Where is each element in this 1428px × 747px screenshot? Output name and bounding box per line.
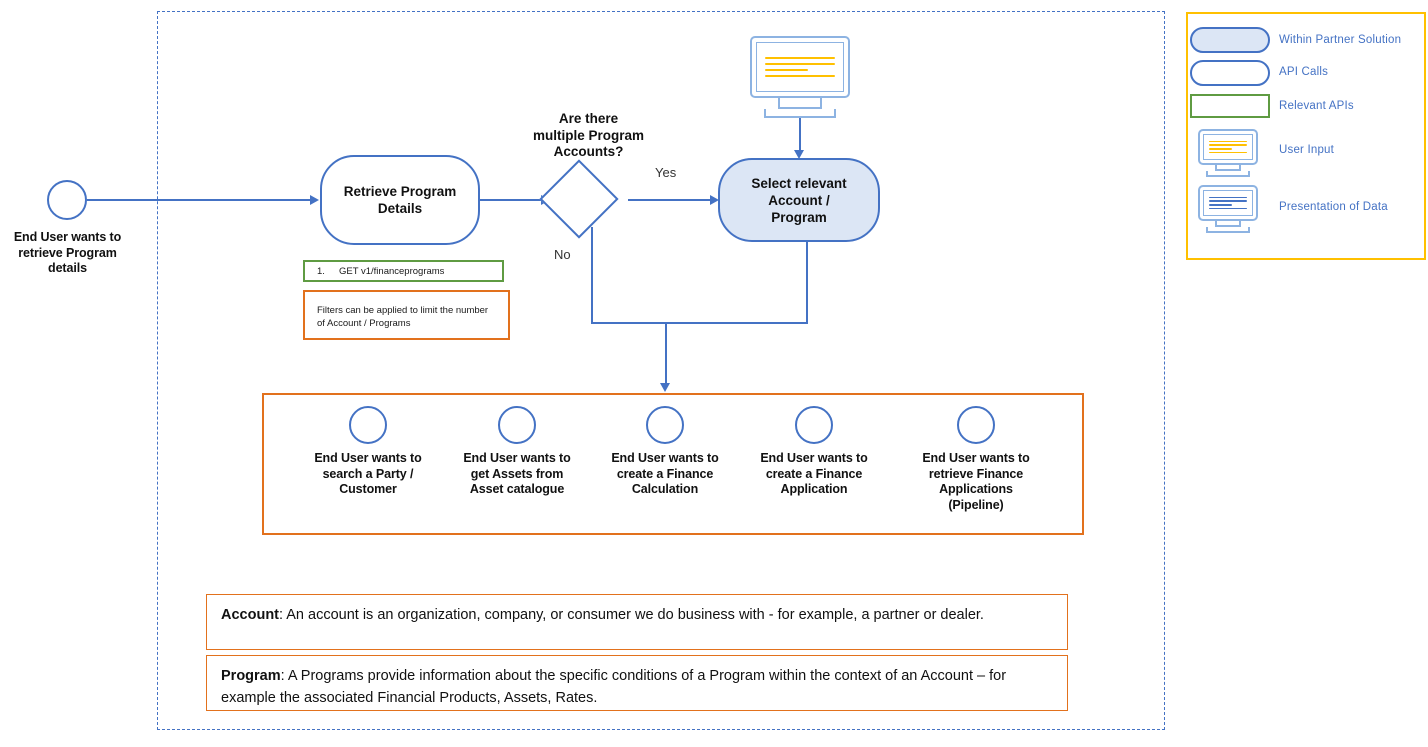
node-retrieve-program-details[interactable]: Retrieve Program Details bbox=[320, 155, 480, 245]
connector-monitor-to-select bbox=[799, 118, 801, 151]
node-select-account-program[interactable]: Select relevant Account / Program bbox=[718, 158, 880, 242]
arrow-start-to-retrieve bbox=[310, 194, 319, 205]
legend-label: Presentation of Data bbox=[1279, 201, 1388, 213]
arrow-monitor-to-select bbox=[794, 150, 804, 159]
legend-label: API Calls bbox=[1279, 66, 1329, 78]
connector-merge-to-outcomes bbox=[665, 322, 667, 384]
monitor-scanline bbox=[765, 63, 835, 65]
outcome-circle-icon[interactable] bbox=[957, 406, 995, 444]
start-node-label: End User wants to retrieve Program detai… bbox=[13, 230, 122, 275]
legend-user-input-monitor-icon bbox=[1198, 129, 1258, 177]
connector-no-to-merge bbox=[591, 322, 666, 324]
outcome-circle-icon[interactable] bbox=[795, 406, 833, 444]
monitor-stand bbox=[1215, 221, 1241, 227]
decision-yes-label: Yes bbox=[655, 165, 677, 180]
outcome-circle-icon[interactable] bbox=[349, 406, 387, 444]
legend-swatch-relevant-apis bbox=[1190, 94, 1270, 118]
legend-swatch-api-calls bbox=[1190, 60, 1270, 86]
monitor-base bbox=[1206, 227, 1250, 233]
outcome-label: End User wants to get Assets from Asset … bbox=[463, 451, 571, 496]
start-circle-icon bbox=[47, 180, 87, 220]
api-filters-note-box: Filters can be applied to limit the numb… bbox=[303, 290, 510, 340]
outcome-circle-icon[interactable] bbox=[498, 406, 536, 444]
monitor-stand bbox=[778, 98, 822, 109]
monitor-scanline bbox=[1209, 204, 1232, 206]
legend-label: Relevant APIs bbox=[1279, 100, 1354, 112]
decision-no-label: No bbox=[554, 247, 571, 262]
monitor-scanline bbox=[1209, 148, 1232, 150]
monitor-stand bbox=[1215, 165, 1241, 171]
decision-diamond[interactable] bbox=[539, 159, 619, 239]
definition-box-program: Program: A Programs provide information … bbox=[206, 655, 1068, 711]
definition-text: : An account is an organization, company… bbox=[279, 607, 984, 623]
api-endpoint-number: 1. bbox=[317, 265, 325, 277]
monitor-scanline bbox=[1209, 200, 1247, 202]
api-filters-note-text: Filters can be applied to limit the numb… bbox=[317, 305, 489, 329]
connector-retrieve-to-decision bbox=[480, 199, 542, 201]
arrow-merge-to-outcomes bbox=[660, 383, 670, 392]
relevant-api-box[interactable]: 1. GET v1/financeprograms bbox=[303, 260, 504, 282]
monitor-scanline bbox=[1209, 151, 1247, 154]
legend-label: User Input bbox=[1279, 144, 1335, 156]
connector-decision-no-vertical bbox=[591, 227, 593, 323]
legend-presentation-monitor-icon bbox=[1198, 185, 1258, 233]
outcome-label: End User wants to search a Party / Custo… bbox=[314, 451, 422, 496]
monitor-base bbox=[1206, 171, 1250, 177]
monitor-scanline bbox=[765, 69, 809, 71]
outcome-label: End User wants to retrieve Finance Appli… bbox=[922, 451, 1030, 512]
partner-solution-boundary bbox=[157, 11, 1165, 730]
definition-term: Account bbox=[221, 607, 279, 623]
decision-question-label: Are there multiple Program Accounts? bbox=[532, 111, 645, 159]
monitor-scanline bbox=[1209, 144, 1247, 146]
definition-text: : A Programs provide information about t… bbox=[221, 668, 1007, 706]
monitor-scanline bbox=[765, 57, 835, 59]
monitor-scanline bbox=[1209, 196, 1247, 199]
definition-term: Program bbox=[221, 668, 281, 684]
api-endpoint-label: GET v1/financeprograms bbox=[339, 265, 445, 277]
connector-decision-yes bbox=[628, 199, 711, 201]
definition-box-account: Account: An account is an organization, … bbox=[206, 594, 1068, 650]
outcome-circle-icon[interactable] bbox=[646, 406, 684, 444]
arrow-decision-to-select bbox=[710, 194, 719, 205]
connector-select-to-merge bbox=[665, 322, 808, 324]
monitor-base bbox=[764, 109, 836, 118]
outcome-label: End User wants to create a Finance Appli… bbox=[760, 451, 868, 496]
monitor-scanline bbox=[1209, 207, 1247, 210]
legend-swatch-within-partner-solution bbox=[1190, 27, 1270, 53]
user-input-monitor-icon bbox=[750, 36, 850, 118]
monitor-scanline bbox=[1209, 140, 1247, 143]
monitor-scanline bbox=[765, 75, 835, 77]
connector-start-to-retrieve bbox=[87, 199, 311, 201]
outcome-label: End User wants to create a Finance Calcu… bbox=[611, 451, 719, 496]
legend-label: Within Partner Solution bbox=[1279, 34, 1402, 46]
connector-select-down bbox=[806, 242, 808, 323]
